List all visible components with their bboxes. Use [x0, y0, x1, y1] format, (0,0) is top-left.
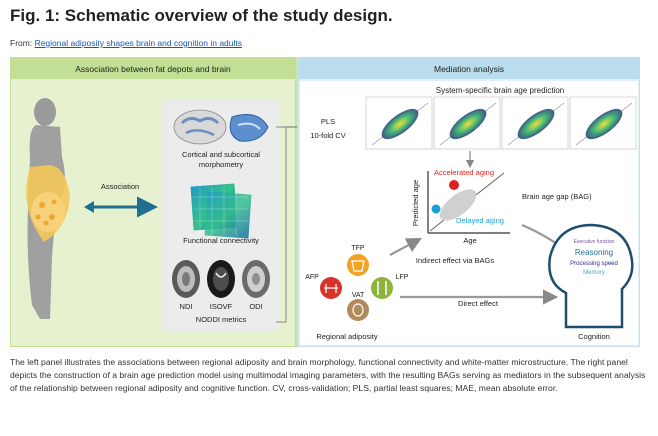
scatter-panel-4 — [569, 96, 637, 150]
schematic-svg: Association between fat depots and brain… — [9, 56, 641, 348]
executive-label: Executive function — [574, 239, 615, 245]
scatter-panel-2 — [433, 96, 501, 150]
odi-brain-icon — [242, 260, 270, 298]
cognition-label: Cognition — [578, 332, 610, 341]
morphometry-label-1: Cortical and subcortical — [182, 150, 260, 159]
prediction-scatter-panels — [365, 96, 637, 150]
from-prefix: From: — [10, 38, 35, 48]
left-panel-header — [10, 57, 296, 79]
left-panel: Association between fat depots and brain… — [9, 56, 297, 348]
subcortical-icon — [229, 114, 269, 142]
right-panel-title: Mediation analysis — [434, 64, 504, 74]
morphometry-label-2: morphometry — [199, 160, 243, 169]
scatter-panel-1 — [365, 96, 433, 150]
connectivity-matrix-icon — [190, 183, 252, 239]
cognition-head-icon: Executive function Reasoning Processing … — [548, 223, 634, 329]
tfp-label: TFP — [351, 245, 365, 252]
ndi-label: NDI — [180, 302, 193, 311]
cv-label: 10-fold CV — [310, 131, 345, 140]
vat-label: VAT — [352, 292, 365, 299]
vat-icon — [347, 299, 369, 321]
memory-label: Memory — [583, 270, 605, 276]
odi-label: ODI — [249, 302, 262, 311]
reasoning-label: Reasoning — [575, 248, 613, 257]
isovf-brain-icon — [207, 260, 235, 298]
body-silhouette-icon — [26, 98, 70, 319]
direct-label: Direct effect — [458, 299, 499, 308]
figure-title: Fig. 1: Schematic overview of the study … — [10, 6, 393, 25]
brain-age-gap-plot: Predicted age Age Accelerated aging Dela… — [411, 168, 592, 245]
tfp-icon — [347, 254, 369, 276]
right-panel: Mediation analysis PLS 10-fold CV System… — [297, 56, 641, 348]
figure-schematic[interactable]: Association between fat depots and brain… — [9, 56, 641, 348]
bag-cloud — [439, 189, 477, 221]
accelerated-point — [448, 179, 460, 191]
noddi-label: NODDI metrics — [196, 315, 247, 324]
figure-caption: The left panel illustrates the associati… — [10, 357, 646, 393]
processing-label: Processing speed — [570, 261, 618, 267]
afp-label: AFP — [305, 274, 319, 281]
association-label: Association — [101, 182, 139, 191]
source-line: From: Regional adiposity shapes brain an… — [10, 38, 242, 48]
indirect-label: Indirect effect via BAGs — [416, 256, 494, 265]
x-axis-label: Age — [463, 236, 476, 245]
metrics-bracket — [276, 126, 287, 323]
left-panel-title: Association between fat depots and brain — [75, 64, 231, 74]
ndi-brain-icon — [172, 260, 200, 298]
delayed-label: Delayed aging — [456, 216, 504, 225]
regional-adiposity-group: TFP AFP LFP VAT Regional adiposity — [305, 245, 409, 341]
scatter-panel-3 — [501, 96, 569, 150]
isovf-label: ISOVF — [210, 302, 233, 311]
lfp-icon — [371, 277, 393, 299]
bag-label: Brain age gap (BAG) — [522, 192, 592, 201]
prediction-title: System-specific brain age prediction — [436, 86, 565, 95]
association-arrow-back — [84, 201, 94, 213]
regional-adiposity-label: Regional adiposity — [316, 332, 378, 341]
brain-cortex-icon — [173, 109, 227, 145]
fc-label: Functional connectivity — [183, 236, 259, 245]
adiposity-to-bag-arrow — [389, 237, 422, 256]
lfp-label: LFP — [396, 274, 409, 281]
delayed-point — [430, 203, 442, 215]
accelerated-label: Accelerated aging — [434, 168, 494, 177]
y-axis-label: Predicted age — [411, 180, 420, 226]
article-link[interactable]: Regional adiposity shapes brain and cogn… — [34, 38, 243, 48]
pls-label: PLS — [321, 117, 335, 126]
right-panel-header — [298, 57, 640, 79]
